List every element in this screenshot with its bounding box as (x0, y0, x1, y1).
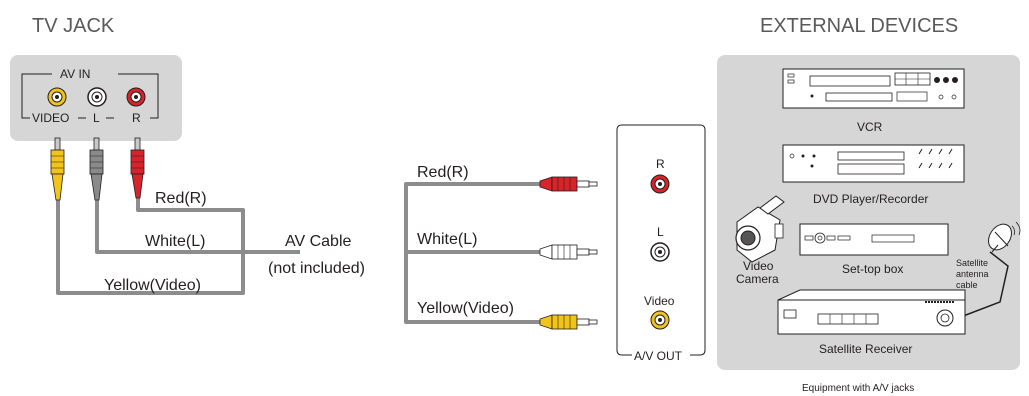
device-white-plug (539, 244, 598, 260)
red-label-tv-side: Red(R) (155, 190, 207, 207)
av-in-label: AV IN (60, 67, 90, 81)
receiver-label: Satellite Receiver (819, 342, 912, 356)
satellite-antenna-icon (957, 221, 1021, 319)
yellow-label-tv-side: Yellow(Video) (104, 277, 201, 294)
dvd-label: DVD Player/Recorder (813, 192, 928, 206)
tv-video-label: VIDEO (32, 111, 69, 125)
vcr-icon (782, 68, 965, 109)
white-label-device-side: White(L) (417, 231, 477, 248)
av-out-panel: R L Video A/V OUT (616, 124, 706, 363)
out-l-label: L (657, 225, 664, 239)
tv-jack-title: TV JACK (32, 15, 115, 37)
white-label-tv-side: White(L) (145, 233, 205, 250)
sat-cable-label-2: antenna (956, 269, 989, 279)
tv-video-jack (47, 87, 67, 107)
dvd-player-icon (782, 144, 965, 183)
set-top-box-label: Set-top box (842, 262, 903, 276)
not-included-label: (not included) (268, 260, 365, 277)
out-r-jack (650, 174, 670, 194)
equipment-footer: Equipment with A/V jacks (802, 383, 914, 394)
external-devices-panel: VCR DVD Player/Recorder Video Camera (717, 55, 1021, 370)
satellite-receiver-icon (777, 289, 966, 335)
out-video-label: Video (644, 294, 675, 308)
video-camera-icon (735, 195, 785, 263)
tv-white-plug (89, 137, 104, 201)
tv-l-label: L (93, 111, 100, 125)
yellow-cable-tv-side (56, 200, 245, 295)
external-devices-title: EXTERNAL DEVICES (760, 15, 958, 37)
device-yellow-plug (539, 314, 598, 330)
sat-cable-label-3: cable (956, 280, 978, 290)
red-label-device-side: Red(R) (417, 164, 469, 181)
tv-av-in-panel: AV IN VIDEO L R (10, 55, 182, 141)
tv-r-label: R (132, 111, 141, 125)
tv-r-jack (126, 87, 146, 107)
av-out-label: A/V OUT (634, 349, 683, 363)
tv-l-jack (87, 87, 107, 107)
out-r-label: R (656, 157, 665, 171)
out-video-jack (650, 310, 670, 330)
av-cable-label: AV Cable (285, 233, 352, 250)
tv-red-plug (130, 137, 145, 199)
set-top-box-icon (799, 223, 949, 256)
tv-yellow-plug (50, 137, 65, 201)
vcr-label: VCR (857, 120, 883, 134)
video-camera-label-1: Video (743, 259, 774, 273)
device-red-plug (539, 176, 598, 192)
yellow-label-device-side: Yellow(Video) (417, 300, 514, 317)
red-cable-tv-side (136, 195, 245, 230)
out-l-jack (650, 242, 670, 262)
video-camera-label-2: Camera (736, 272, 779, 286)
white-cable-tv-side (95, 200, 300, 254)
sat-cable-label-1: Satellite (956, 258, 988, 268)
